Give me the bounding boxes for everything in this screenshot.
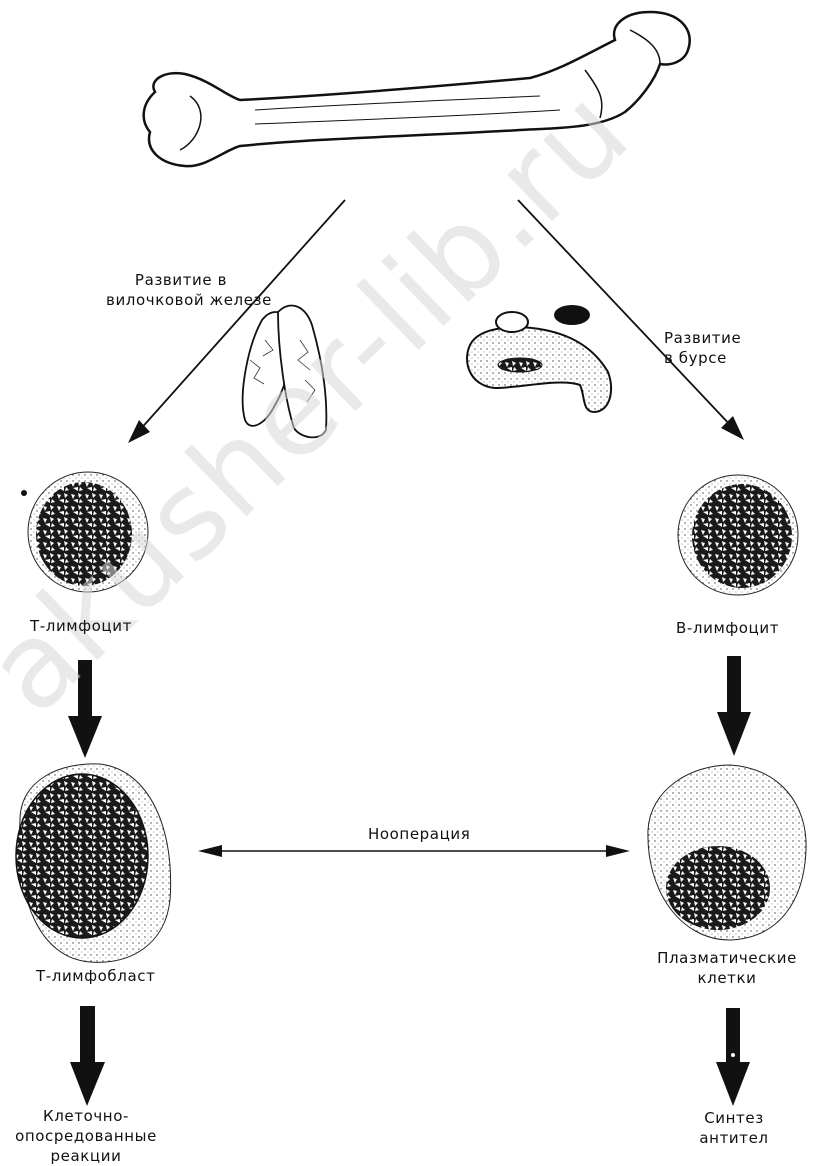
plasma-cells-label: Плазматические клетки <box>644 948 810 988</box>
bursa-illustration <box>467 305 611 412</box>
plasma-to-antibody-arrow <box>716 1008 750 1106</box>
cell-mediated-reactions-label: Клеточно- опосредованные реакции <box>0 1106 172 1166</box>
cooperation-arrow <box>198 845 630 857</box>
b-lymphocyte-to-plasma-arrow <box>717 656 751 756</box>
bursa-label-line2: в бурсе <box>664 348 741 368</box>
thymus-development-label: Развитие в вилочковой железе <box>106 270 256 310</box>
t-lymphocyte-to-lymphoblast-arrow <box>68 660 102 758</box>
reactions-label-line3: реакции <box>0 1146 172 1166</box>
bursa-label-line1: Развитие <box>664 328 741 348</box>
plasma-cell <box>648 765 806 940</box>
reactions-label-line2: опосредованные <box>0 1126 172 1146</box>
t-lymphoblast-label: Т-лимфобласт <box>36 966 155 986</box>
antibody-label-line1: Синтез <box>676 1108 792 1128</box>
thymus-label-line2: вилочковой железе <box>106 290 256 310</box>
plasma-label-line1: Плазматические <box>644 948 810 968</box>
thymus-illustration <box>243 306 327 438</box>
t-lymphocyte-label: Т-лимфоцит <box>30 616 132 636</box>
femur-bone-illustration <box>144 12 690 166</box>
bursa-development-label: Развитие в бурсе <box>664 328 741 368</box>
bursa-arrow <box>518 200 744 440</box>
cooperation-label: Нооперация <box>368 824 470 844</box>
reactions-label-line1: Клеточно- <box>0 1106 172 1126</box>
t-lymphoblast-cell <box>16 764 171 962</box>
antibody-synthesis-label: Синтез антител <box>676 1108 792 1148</box>
plasma-label-line2: клетки <box>644 968 810 988</box>
b-lymphocyte-label: В-лимфоцит <box>676 618 779 638</box>
b-lymphocyte-cell <box>678 475 798 595</box>
t-lymphocyte-cell <box>21 472 148 592</box>
thymus-label-line1: Развитие в <box>106 270 256 290</box>
lymphoblast-to-reactions-arrow <box>70 1006 105 1106</box>
antibody-label-line2: антител <box>676 1128 792 1148</box>
